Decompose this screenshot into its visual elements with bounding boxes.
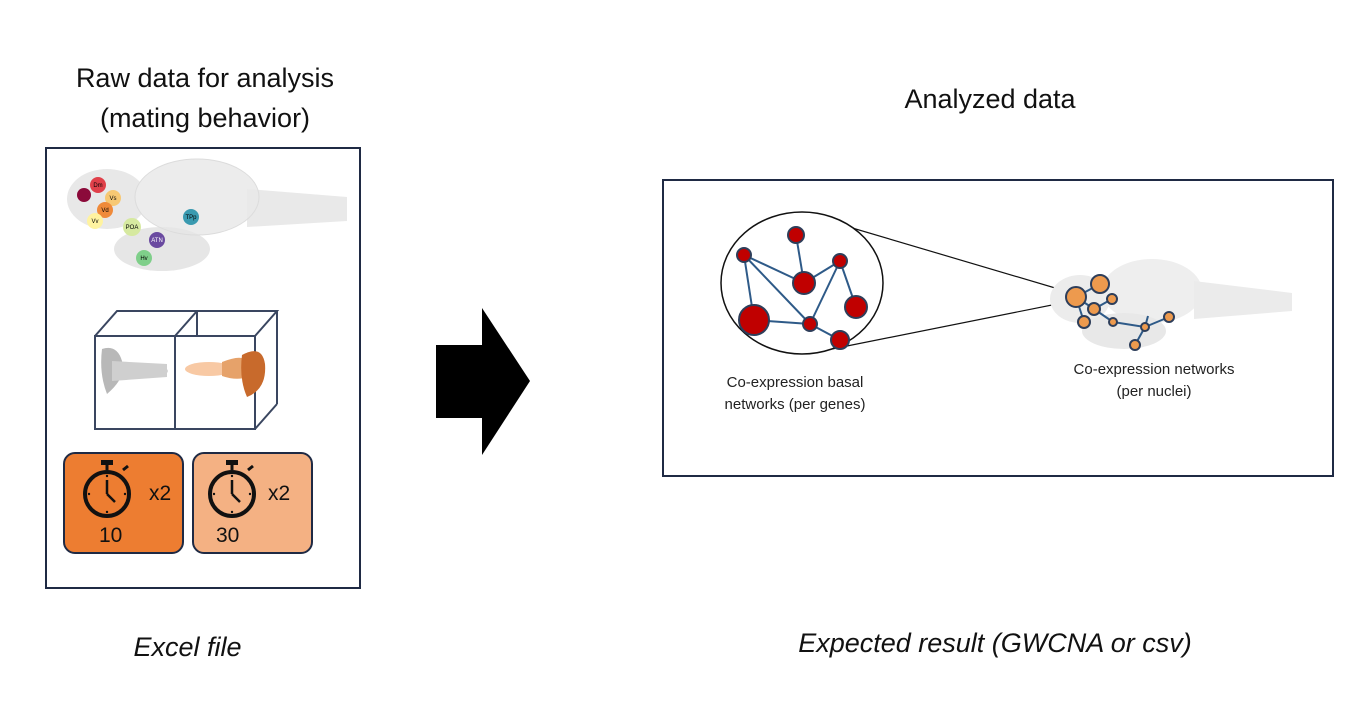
- analyzed-data-panel: [662, 179, 1334, 477]
- nuclei-network-label-line1: Co-expression networks: [1073, 361, 1235, 378]
- nucleus-label-atn: ATN: [151, 238, 163, 244]
- right-arrow-icon: [436, 308, 530, 455]
- raw-data-illustration: Dm Vs Vd Vv POA ATN TPp Hv: [67, 158, 347, 430]
- basal-network-label-line2: networks (per genes): [724, 396, 866, 413]
- nucleus-label-dm: Dm: [93, 183, 102, 189]
- nucleus-dot: [77, 188, 91, 202]
- nucleus-label-vs: Vs: [109, 196, 116, 202]
- timer-multiplier: x2: [268, 482, 291, 505]
- raw-data-title-line2: (mating behavior): [99, 103, 311, 133]
- nucleus-label-vv: Vv: [91, 219, 98, 225]
- nucleus-dot: [90, 177, 106, 193]
- stopwatch-icon: [208, 460, 256, 518]
- nucleus-label-vd: Vd: [101, 208, 108, 214]
- timer-card-30: x2 30: [192, 452, 313, 554]
- nucleus-node: [1090, 274, 1110, 294]
- nucleus-dot: [183, 209, 199, 225]
- brain-icon: [67, 158, 347, 271]
- orange-fish-icon: [185, 351, 266, 397]
- nucleus-node: [1065, 286, 1087, 308]
- excel-file-caption: Excel file: [133, 632, 242, 662]
- analyzed-data-title: Analyzed data: [904, 84, 1076, 114]
- gene-node: [844, 295, 868, 319]
- gene-node: [787, 226, 805, 244]
- timer-multiplier: x2: [149, 482, 172, 505]
- nucleus-label-tpp: TPp: [185, 215, 197, 221]
- timer-card-10: x2 10: [63, 452, 184, 554]
- nucleus-dot: [136, 250, 152, 266]
- nucleus-node: [1077, 315, 1091, 329]
- nucleus-node: [1140, 322, 1150, 332]
- nuclei-dots: Dm Vs Vd Vv POA ATN TPp Hv: [77, 177, 199, 266]
- expected-result-caption: Expected result (GWCNA or csv): [798, 628, 1192, 658]
- grey-fish-icon: [101, 347, 168, 394]
- nucleus-dot: [97, 202, 113, 218]
- basal-network-label: Co-expression basal networks (per genes): [690, 372, 900, 416]
- nucleus-dot: [87, 213, 103, 229]
- raw-data-title-line1: Raw data for analysis: [75, 63, 335, 93]
- nucleus-label-poa: POA: [126, 225, 139, 231]
- nucleus-dot: [149, 232, 165, 248]
- gene-node: [736, 247, 752, 263]
- nucleus-node: [1129, 339, 1141, 351]
- gene-node: [830, 330, 850, 350]
- nuclei-network-label: Co-expression networks (per nuclei): [1054, 359, 1254, 403]
- basal-network-label-line1: Co-expression basal: [726, 374, 864, 391]
- raw-data-title: Raw data for analysis (mating behavior): [40, 58, 370, 138]
- nucleus-dot: [105, 190, 121, 206]
- gene-node: [832, 253, 848, 269]
- gene-node: [792, 271, 816, 295]
- nuclei-network: [1065, 274, 1175, 351]
- nucleus-node: [1106, 293, 1118, 305]
- network-illustration: [720, 211, 1292, 355]
- gene-network: [720, 211, 884, 355]
- nucleus-label-hv: Hv: [140, 256, 147, 262]
- raw-data-panel: [45, 147, 361, 589]
- timer-minutes: 10: [99, 524, 123, 547]
- nucleus-node: [1108, 317, 1118, 327]
- gene-node: [738, 304, 770, 336]
- stopwatch-icon: [83, 460, 131, 518]
- nucleus-node: [1163, 311, 1175, 323]
- nucleus-node: [1087, 302, 1101, 316]
- nuclei-network-label-line2: (per nuclei): [1116, 383, 1192, 400]
- gene-node: [802, 316, 818, 332]
- timer-minutes: 30: [216, 524, 240, 547]
- nucleus-dot: [123, 218, 141, 236]
